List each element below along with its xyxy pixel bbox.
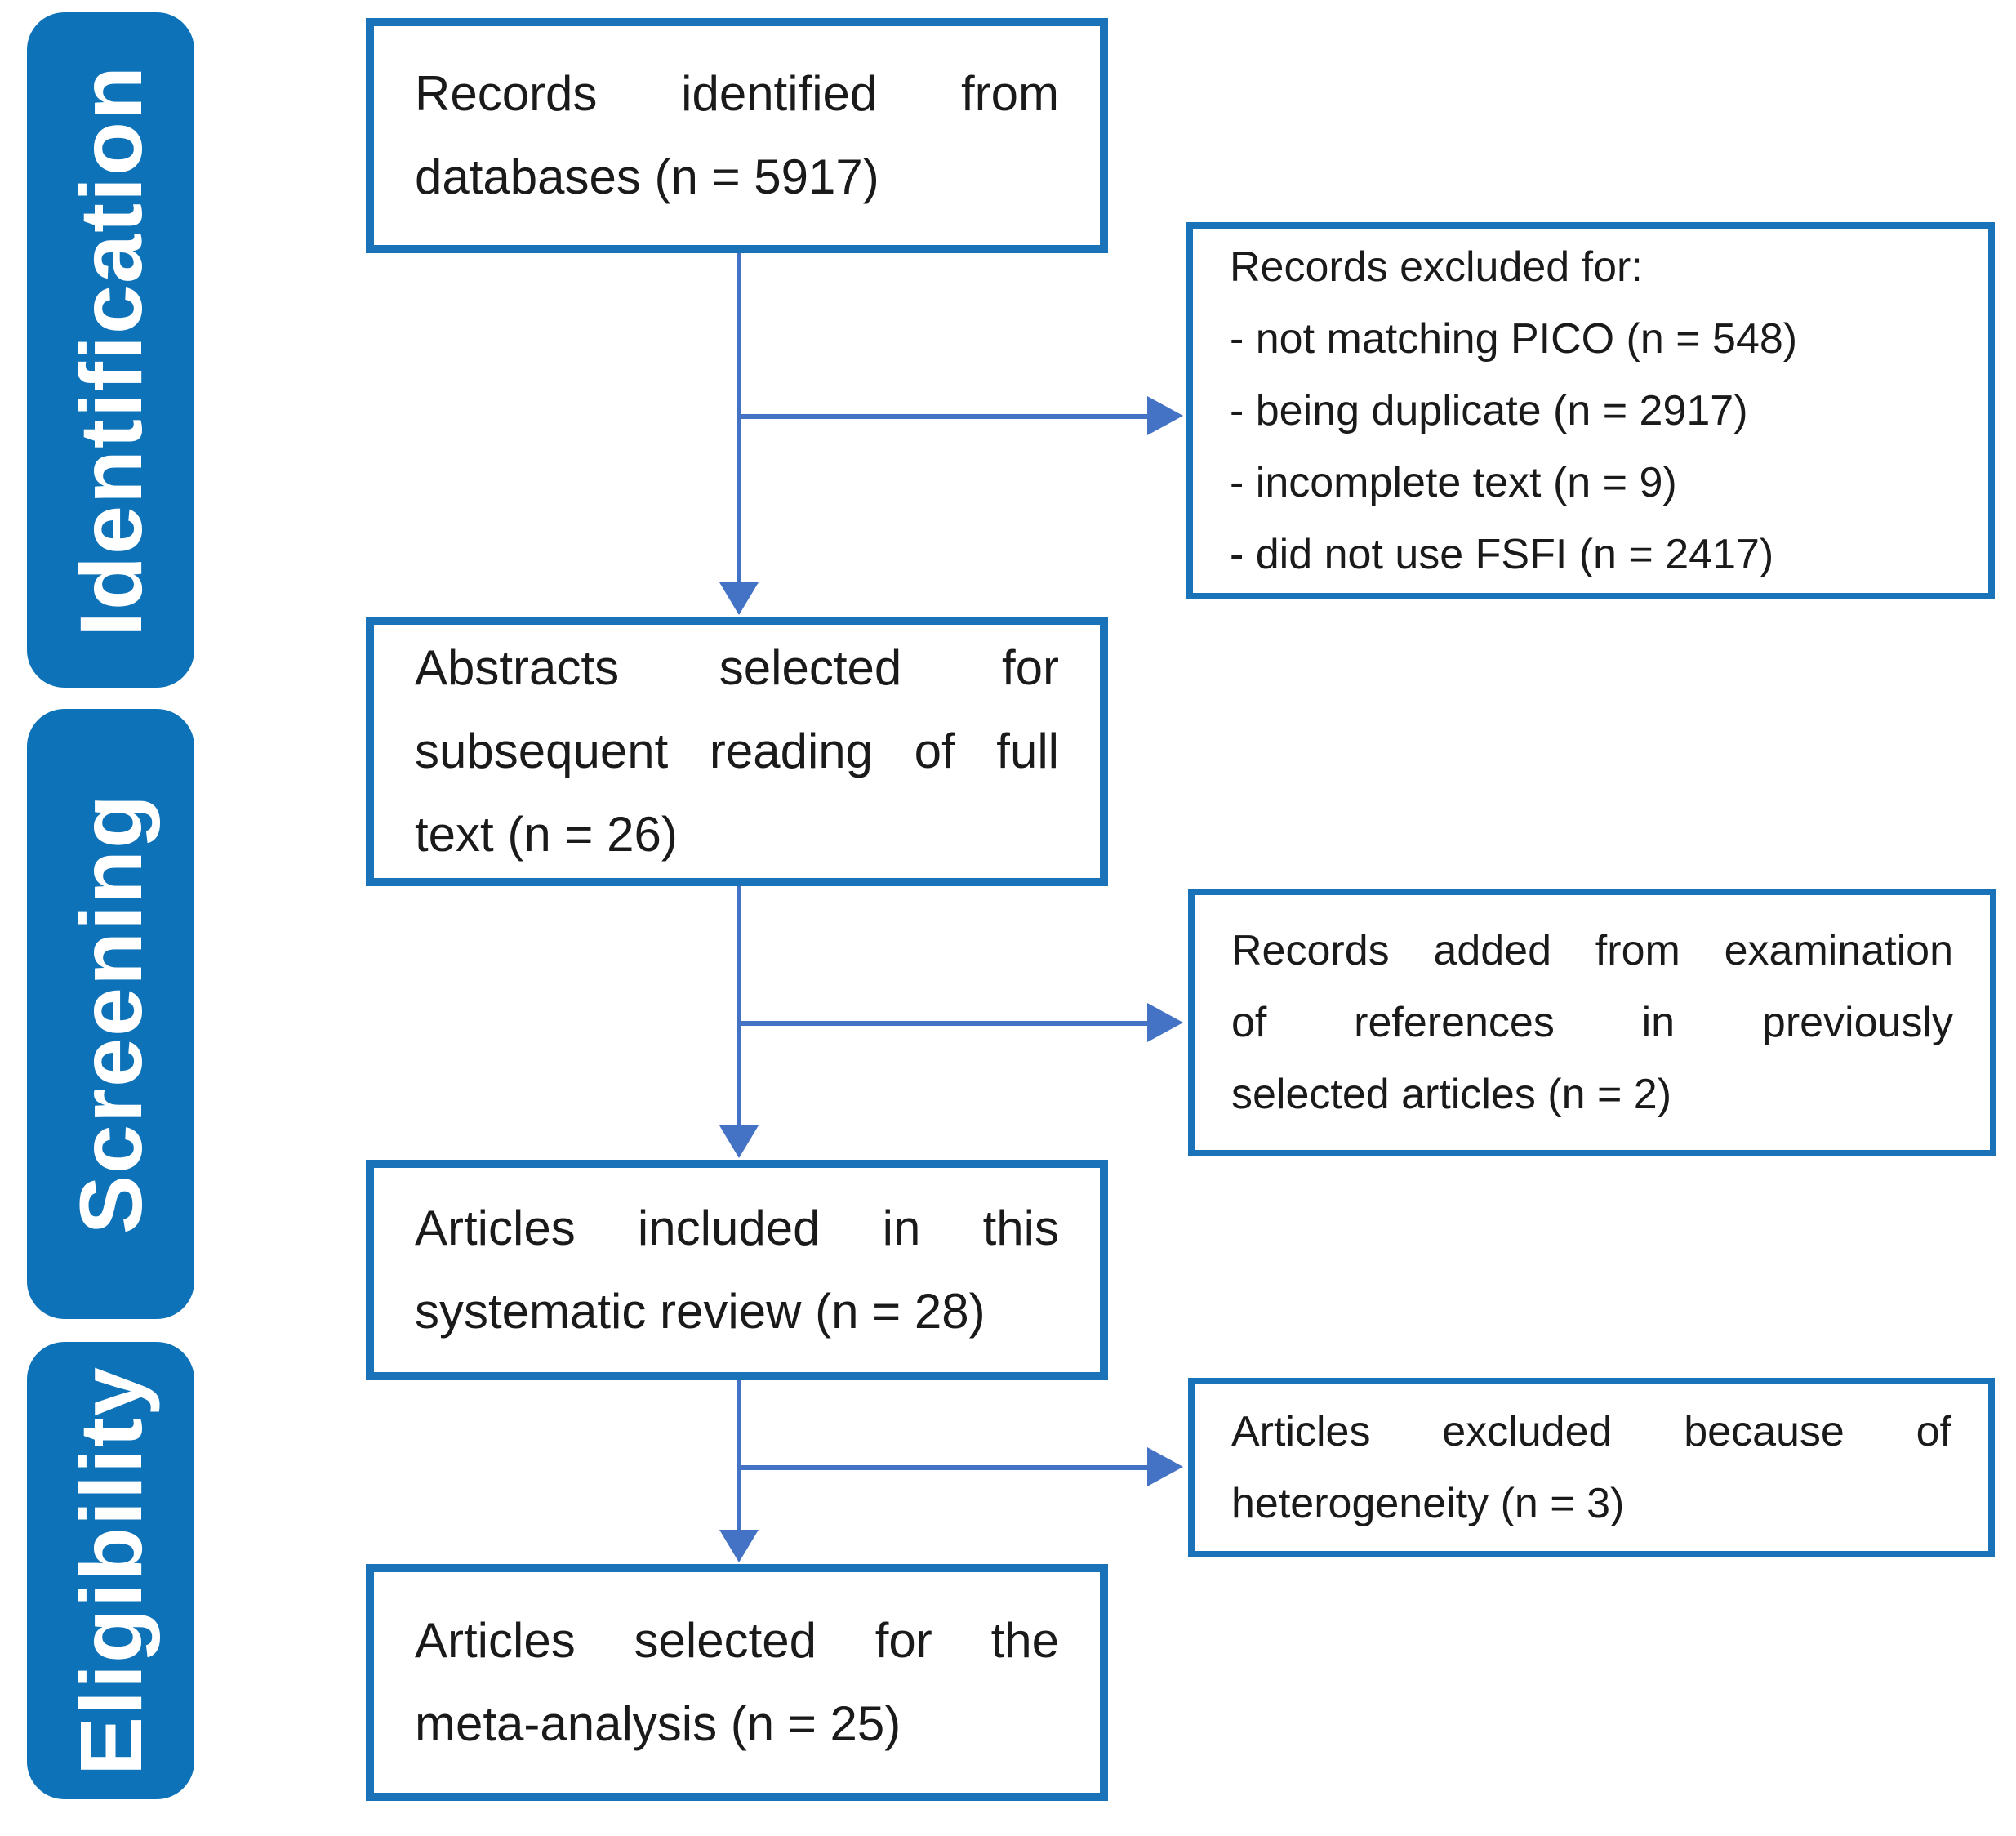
arrow-line-to-records-excluded: [739, 414, 1147, 419]
box-records-excluded: Records excluded for: - not matching PIC…: [1186, 222, 1995, 599]
arrowhead-down-to-meta-icon: [719, 1530, 759, 1562]
stage-eligibility: Eligibility: [27, 1342, 194, 1799]
text-line: databases (n = 5917): [415, 149, 879, 204]
text-line: Articles excluded because of: [1231, 1408, 1951, 1455]
arrowhead-right-to-records-excluded-icon: [1147, 396, 1183, 435]
stage-screening-label: Screening: [61, 793, 160, 1235]
arrow-line-included-to-meta: [737, 1380, 741, 1530]
text-line: selected articles (n = 2): [1231, 1071, 1672, 1118]
text-line: Records identified from: [415, 66, 1059, 121]
text-line: - being duplicate (n = 2917): [1230, 387, 1748, 434]
stage-screening: Screening: [27, 709, 194, 1319]
stage-eligibility-label: Eligibility: [61, 1365, 160, 1776]
text-line: subsequent reading of full: [415, 724, 1059, 778]
box-records-identified: Records identified from databases (n = 5…: [366, 18, 1108, 253]
stage-identification-label: Identification: [61, 64, 160, 636]
arrow-line-to-articles-excluded: [739, 1465, 1147, 1470]
text-line: meta-analysis (n = 25): [415, 1696, 901, 1751]
box-abstracts-selected: Abstracts selected for subsequent readin…: [366, 617, 1108, 886]
box-articles-excluded: Articles excluded because of heterogenei…: [1188, 1378, 1995, 1557]
box-articles-meta-analysis: Articles selected for the meta-analysis …: [366, 1564, 1108, 1801]
arrow-line-abstracts-to-included: [737, 886, 741, 1125]
text-line: Articles selected for the: [415, 1613, 1059, 1668]
text-line: of references in previously: [1231, 999, 1953, 1046]
arrowhead-right-to-records-added-icon: [1147, 1003, 1183, 1042]
text-line: heterogeneity (n = 3): [1231, 1480, 1625, 1527]
text-line: - incomplete text (n = 9): [1230, 459, 1677, 506]
arrowhead-right-to-articles-excluded-icon: [1147, 1447, 1183, 1486]
text-line: - did not use FSFI (n = 2417): [1230, 531, 1774, 578]
text-line: Records added from examination: [1231, 927, 1953, 974]
text-line: systematic review (n = 28): [415, 1284, 986, 1339]
arrow-line-to-records-added: [739, 1021, 1147, 1026]
box-records-added: Records added from examination of refere…: [1188, 889, 1996, 1156]
box-articles-included: Articles included in this systematic rev…: [366, 1160, 1108, 1380]
text-line: text (n = 26): [415, 807, 678, 862]
text-line: Records excluded for:: [1230, 243, 1643, 291]
arrowhead-down-to-included-icon: [719, 1125, 759, 1158]
stage-identification: Identification: [27, 12, 194, 688]
text-line: Articles included in this: [415, 1201, 1059, 1255]
text-line: - not matching PICO (n = 548): [1230, 315, 1798, 363]
text-line: Abstracts selected for: [415, 640, 1059, 695]
arrowhead-down-to-abstracts-icon: [719, 582, 759, 615]
